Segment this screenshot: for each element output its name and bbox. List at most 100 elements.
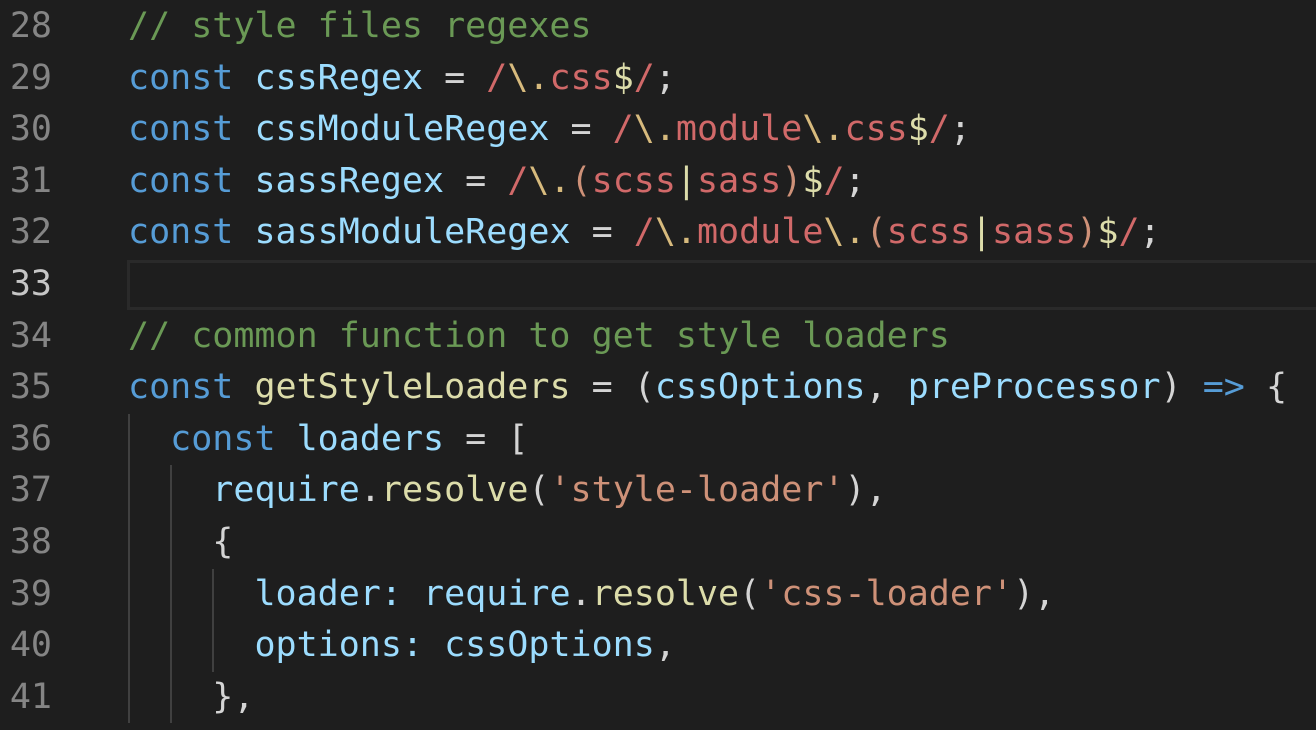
code-line[interactable]: 32 const sassModuleRegex = /\.module\.(sc… (0, 207, 1316, 259)
code-token: getStyleLoaders (254, 367, 571, 408)
code-line[interactable]: 40 options: cssOptions, (0, 620, 1316, 672)
code-token: module (696, 212, 824, 253)
code-token: \. (507, 57, 550, 98)
code-token: / (823, 160, 845, 201)
code-token: $ (907, 109, 929, 150)
indent-guide (170, 568, 173, 621)
code-token: css (844, 109, 908, 150)
code-token: require (423, 573, 571, 614)
code-token: ), (844, 470, 887, 511)
code-token: loader: (254, 573, 402, 614)
code-token: $ (802, 160, 824, 201)
code-token: . (359, 470, 381, 511)
indent-guide (170, 465, 173, 517)
line-number: 30 (9, 109, 52, 150)
code-token: / (633, 57, 655, 98)
code-token: => (1202, 367, 1245, 408)
code-token: sass (697, 160, 782, 201)
code-line[interactable]: 36 const loaders = [ (0, 413, 1316, 466)
code-line[interactable]: 30 const cssModuleRegex = /\.module\.css$… (0, 104, 1316, 156)
code-token: sass (992, 212, 1077, 253)
code-token: { (128, 521, 234, 562)
code-token: const (128, 160, 234, 201)
code-line[interactable]: 41 }, (0, 671, 1316, 724)
code-text: loader: require.resolve('css-loader'), (128, 569, 1055, 621)
line-number: 34 (9, 315, 52, 356)
code-text: const sassRegex = /\.(scss|sass)$/; (128, 156, 866, 208)
code-token: scss (591, 160, 676, 201)
code-token: \. (802, 109, 845, 150)
code-token: ) (1160, 367, 1203, 408)
current-line-highlight (127, 259, 1316, 310)
code-token: / (928, 109, 950, 150)
indent-guide (212, 620, 215, 672)
code-token: // style files regexes (128, 6, 592, 46)
code-token: = ( (570, 367, 655, 408)
code-token: \. (633, 109, 676, 150)
code-line[interactable]: 28 // style files regexes (0, 1, 1316, 53)
code-text: const cssModuleRegex = /\.module\.css$/; (128, 104, 971, 156)
code-line[interactable]: 37 require.resolve('style-loader'), (0, 465, 1316, 517)
code-token (233, 109, 254, 149)
code-text: const sassModuleRegex = /\.module\.(scss… (128, 207, 1161, 259)
code-token: options: (254, 625, 424, 666)
code-line[interactable]: 33 (0, 259, 1316, 311)
line-number: 33 (9, 263, 52, 304)
code-token: ; (949, 109, 971, 150)
code-token: ; (844, 160, 866, 201)
indent-guide (128, 465, 130, 517)
code-token: $ (612, 57, 634, 98)
code-token (128, 419, 170, 459)
code-token: \. (528, 160, 571, 201)
code-token: = (444, 160, 508, 201)
code-token: ( (865, 212, 887, 253)
code-token: = (549, 109, 613, 150)
code-token: | (970, 212, 993, 253)
code-token: 'css-loader' (760, 573, 1014, 614)
indent-guide (212, 568, 215, 621)
code-token (233, 58, 254, 98)
code-token: const (128, 109, 234, 150)
code-text: const cssRegex = /\.css$/; (128, 53, 676, 105)
line-number: 32 (9, 212, 52, 253)
indent-guide (170, 516, 173, 569)
code-token: require (212, 470, 360, 511)
code-token: sassRegex (254, 160, 445, 201)
line-number: 28 (9, 6, 52, 46)
code-line[interactable]: 38 { (0, 516, 1316, 569)
code-token: // common function to get style loaders (128, 315, 950, 356)
indent-guide (128, 568, 130, 621)
code-line[interactable]: 34 // common function to get style loader… (0, 311, 1316, 363)
code-text: }, (128, 672, 254, 724)
code-token: sassModuleRegex (254, 212, 571, 253)
line-number: 37 (9, 470, 52, 511)
code-token: loaders (296, 418, 445, 459)
code-token: ; (1139, 212, 1161, 253)
code-token: ), (1013, 573, 1056, 614)
code-token: ; (654, 57, 676, 98)
code-token (423, 625, 444, 665)
code-token: cssModuleRegex (254, 109, 550, 150)
code-line[interactable]: 39 loader: require.resolve('css-loader')… (0, 568, 1316, 621)
code-token: / (612, 109, 634, 150)
code-token: $ (1097, 212, 1119, 253)
code-token: ( (528, 470, 550, 511)
code-token: scss (886, 212, 971, 253)
code-token: = (570, 212, 634, 253)
code-token: cssOptions (654, 367, 866, 408)
code-token: resolve (380, 470, 529, 511)
code-token: css (549, 57, 613, 98)
code-token (233, 161, 254, 201)
line-number: 41 (9, 676, 52, 717)
code-token (128, 625, 254, 665)
code-token: ) (1076, 212, 1098, 253)
line-number: 39 (9, 573, 52, 614)
code-token: ( (739, 573, 761, 614)
code-token: const (128, 367, 234, 408)
code-token: preProcessor (907, 367, 1161, 408)
code-text: { (128, 517, 233, 569)
